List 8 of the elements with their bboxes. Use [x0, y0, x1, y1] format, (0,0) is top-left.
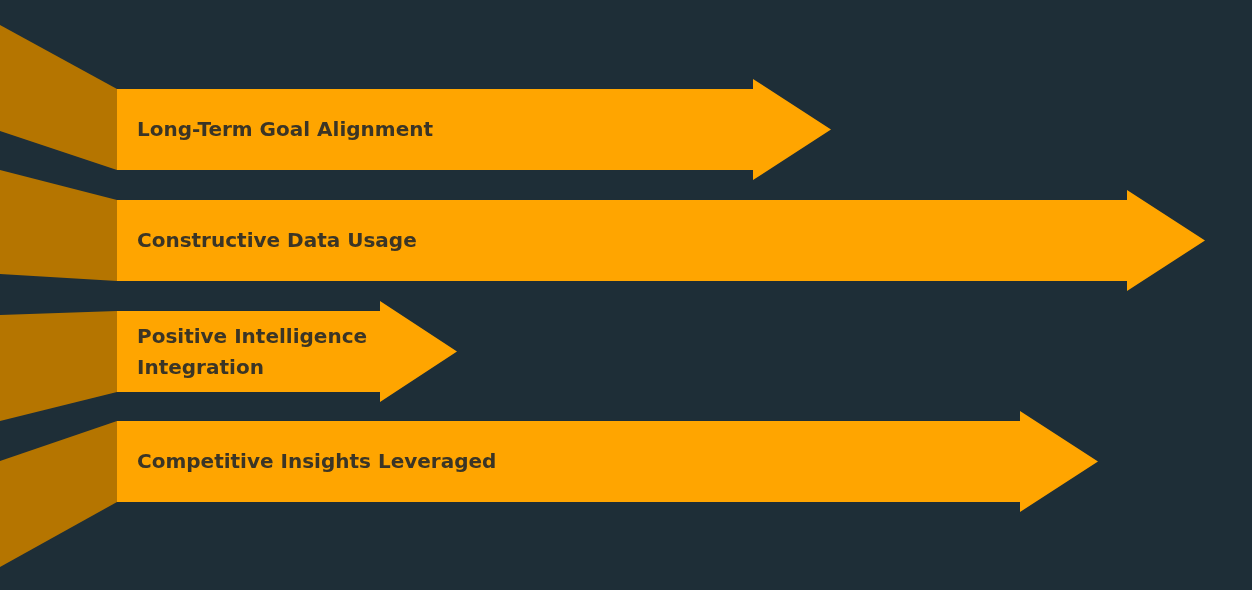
- arrow-shape: [117, 190, 1205, 291]
- arrow-shape: [117, 411, 1098, 512]
- arrow-label: Constructive Data Usage: [137, 227, 418, 254]
- arrow-label: Long-Term Goal Alignment: [137, 116, 435, 143]
- arrow-label: Positive Intelligence Integration: [137, 322, 369, 381]
- arrow-shape: [117, 79, 831, 180]
- arrow-label: Competitive Insights Leveraged: [137, 448, 498, 475]
- arrow-shape: [117, 301, 457, 402]
